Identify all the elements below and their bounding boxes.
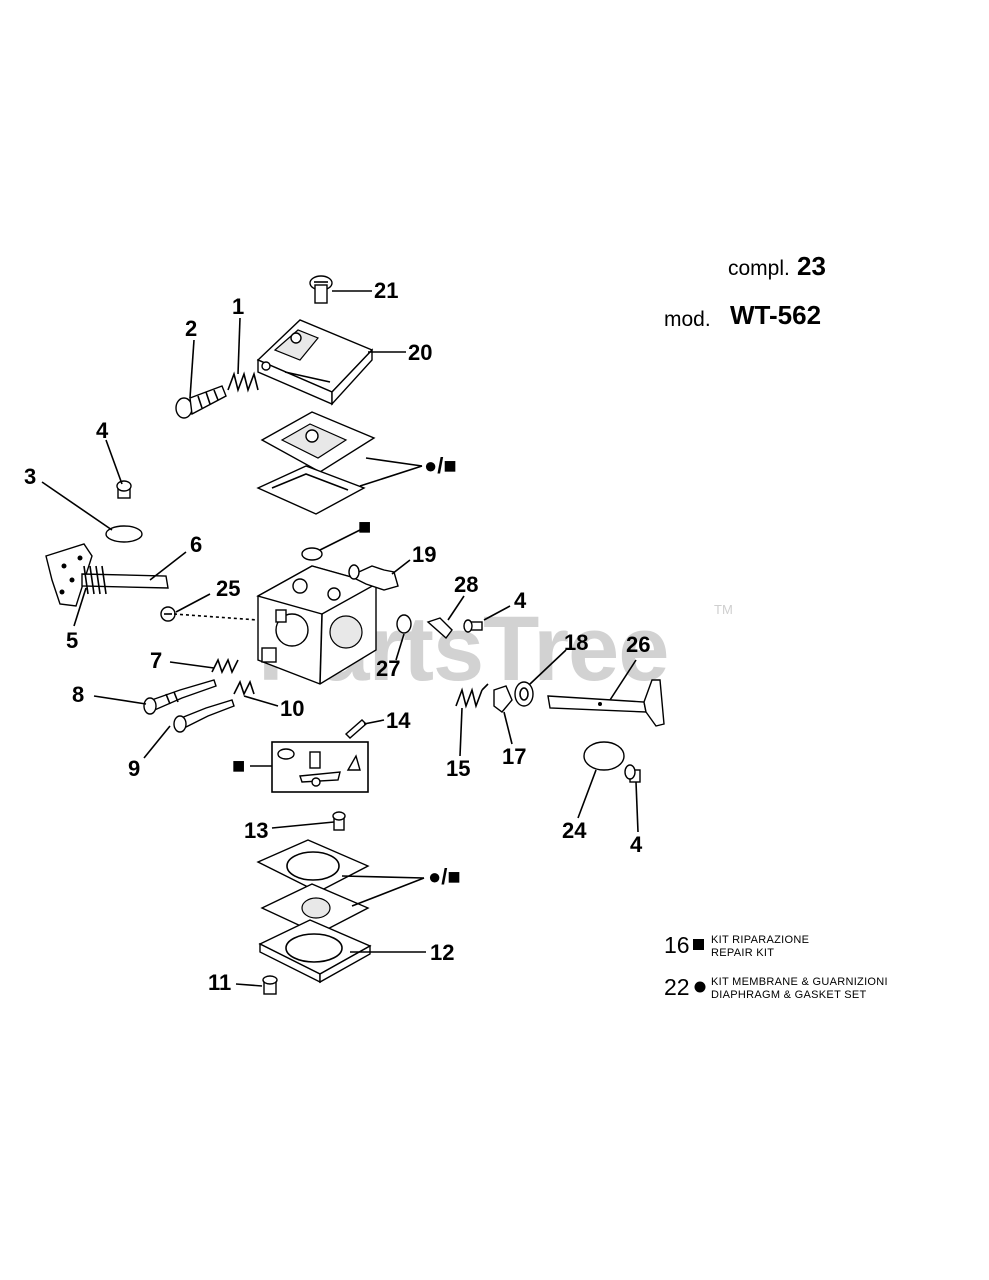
callout-18: 18 (564, 630, 588, 655)
legend-gasket-set-number: 22 (664, 974, 690, 1000)
circle-symbol-icon (694, 981, 706, 993)
part-4-screw-mid (463, 619, 483, 633)
part-5-lever (45, 543, 93, 607)
callout-25: 25 (216, 576, 240, 601)
legend-repair-kit: 16 KIT RIPARAZIONE REPAIR KIT (664, 932, 809, 959)
part-18-bushing (514, 681, 534, 707)
callout-21: 21 (374, 278, 398, 303)
part-21-screw (309, 275, 333, 304)
callout-5: 5 (66, 628, 78, 653)
kit-marker-repair-box: ■ (232, 753, 245, 778)
callout-20: 20 (408, 340, 432, 365)
part-25-screw (160, 606, 176, 622)
callout-24: 24 (562, 818, 587, 843)
kit-markers: ●/■ ■ ■ ●/■ (232, 453, 461, 889)
part-14-pin (344, 719, 368, 739)
legend-repair-kit-line2: REPAIR KIT (711, 947, 774, 959)
legend-repair-kit-number: 16 (664, 932, 690, 958)
callout-12: 12 (430, 940, 454, 965)
kit-marker-gasket: ■ (358, 514, 371, 539)
kit-marker-lower: ●/■ (428, 864, 461, 889)
callout-3: 3 (24, 464, 36, 489)
part-24-disc (583, 741, 625, 771)
part-4-screw-left (116, 480, 132, 499)
lower-gasket-set (256, 839, 370, 935)
callout-14: 14 (386, 708, 411, 733)
model-value: WT-562 (730, 300, 821, 330)
part-20-pump-cover (256, 319, 374, 406)
part-6-shaft (81, 565, 169, 595)
watermark-trademark: TM (714, 602, 733, 617)
callout-4-right: 4 (630, 832, 643, 857)
part-27-plug (396, 614, 412, 634)
part-15-spring (455, 683, 489, 709)
callout-9: 9 (128, 756, 140, 781)
legend-gasket-set-line1: KIT MEMBRANE & GUARNIZIONI (711, 976, 888, 988)
callout-2: 2 (185, 316, 197, 341)
callout-numbers: 1 2 3 4 4 4 5 6 7 8 9 10 11 12 13 14 15 … (24, 278, 650, 995)
callout-6: 6 (190, 532, 202, 557)
small-gasket (301, 547, 323, 561)
legend: 16 KIT RIPARAZIONE REPAIR KIT 22 KIT MEM… (664, 932, 888, 1001)
carburetor-body (173, 565, 378, 685)
part-13-screw (332, 811, 346, 831)
model-label: mod. (664, 308, 711, 331)
part-17-lever (493, 685, 513, 713)
callout-15: 15 (446, 756, 470, 781)
part-8-needle (143, 679, 217, 715)
part-3-disc (105, 525, 143, 543)
part-11-screw (262, 975, 278, 995)
part-4-screw-right (624, 764, 641, 783)
legend-gasket-set-line2: DIAPHRAGM & GASKET SET (711, 989, 867, 1001)
leader-lines (41, 290, 639, 987)
callout-4-left: 4 (96, 418, 109, 443)
header: compl. 23 mod. WT-562 (664, 251, 826, 331)
parts (45, 275, 665, 995)
callout-4-mid: 4 (514, 588, 527, 613)
part-19-fitting (348, 564, 399, 591)
part-10-spring (233, 679, 255, 697)
compl-number: 23 (797, 251, 826, 281)
callout-17: 17 (502, 744, 526, 769)
callout-8: 8 (72, 682, 84, 707)
callout-27: 27 (376, 656, 400, 681)
legend-gasket-set: 22 KIT MEMBRANE & GUARNIZIONI DIAPHRAGM … (664, 974, 888, 1001)
kit-marker-upper: ●/■ (424, 453, 457, 478)
callout-11: 11 (208, 970, 231, 995)
part-9-needle (173, 699, 235, 733)
part-12-cover (258, 919, 372, 984)
compl-label: compl. (728, 257, 790, 280)
square-symbol-icon (693, 939, 704, 950)
callout-26: 26 (626, 632, 650, 657)
part-28-clip (426, 617, 453, 640)
part-7-spring (211, 657, 239, 675)
callout-19: 19 (412, 542, 436, 567)
callout-10: 10 (280, 696, 304, 721)
part-26-shaft (547, 679, 665, 727)
repair-kit-box (271, 741, 369, 793)
callout-13: 13 (244, 818, 268, 843)
callout-7: 7 (150, 648, 162, 673)
callout-28: 28 (454, 572, 478, 597)
part-2-screw (175, 385, 227, 419)
upper-gasket-set (256, 411, 376, 515)
legend-repair-kit-line1: KIT RIPARAZIONE (711, 934, 809, 946)
part-1-spring (227, 371, 259, 393)
callout-1: 1 (232, 294, 244, 319)
